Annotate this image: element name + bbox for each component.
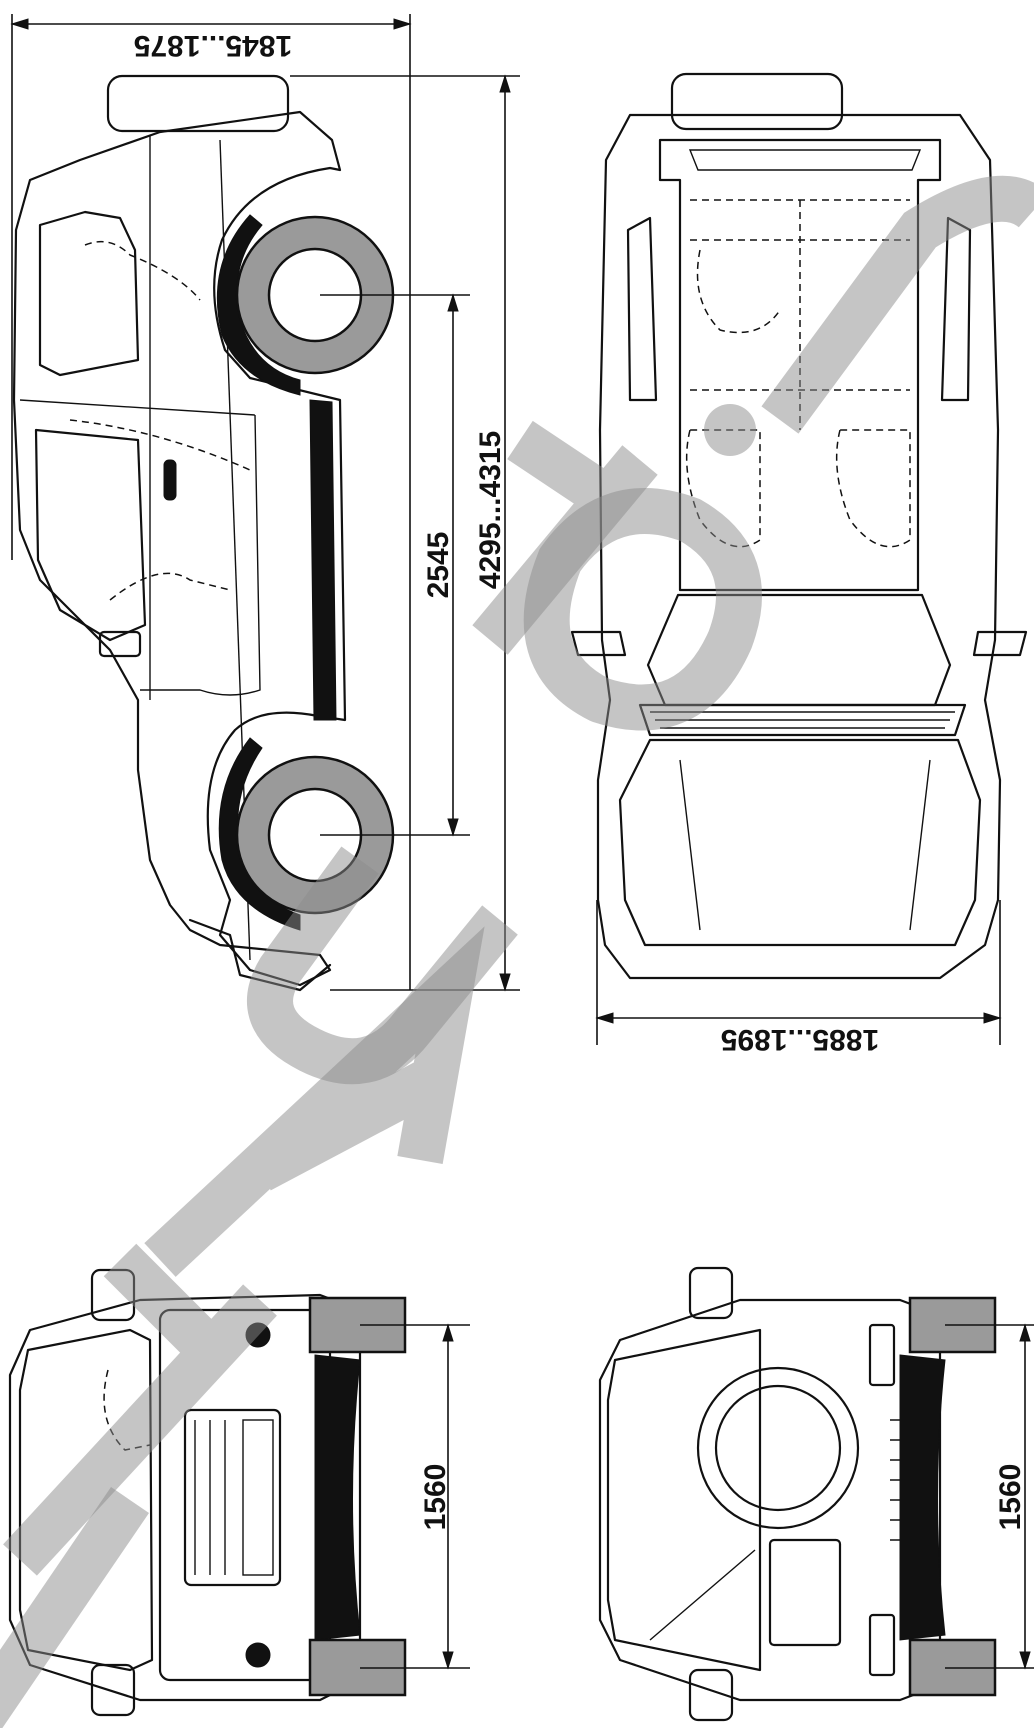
top-view-dimensions bbox=[595, 900, 1002, 1045]
side-mirror bbox=[98, 630, 142, 658]
front-tire-top bbox=[308, 1296, 407, 1354]
seat-left-dashed bbox=[685, 429, 761, 548]
grille-slats bbox=[194, 1420, 226, 1575]
hood bbox=[618, 738, 982, 947]
rear-view bbox=[598, 1266, 997, 1722]
headlight-bottom bbox=[245, 1642, 271, 1668]
rear-mirror-bottom bbox=[688, 1668, 734, 1722]
overall-length-label: 4295...4315 bbox=[474, 431, 507, 589]
rear-spare-tire bbox=[696, 1366, 860, 1530]
roof-vent bbox=[688, 149, 922, 171]
front-bumper-side bbox=[188, 918, 332, 992]
front-door bbox=[34, 428, 147, 642]
side-step bbox=[309, 399, 337, 721]
roof-panel bbox=[658, 138, 942, 592]
rear-lamp-top bbox=[868, 1323, 896, 1387]
hood-creases bbox=[679, 759, 931, 931]
door-handle bbox=[163, 459, 177, 501]
rear-wiper bbox=[649, 1549, 756, 1641]
seat-right-dashed bbox=[835, 429, 911, 548]
left-rear-glass bbox=[626, 216, 658, 402]
door-seam bbox=[19, 399, 256, 416]
grille-emblem-panel bbox=[242, 1419, 274, 1576]
front-mirror-bottom bbox=[90, 1663, 136, 1717]
rear-body-outline bbox=[598, 1298, 942, 1702]
front-tire-bottom bbox=[308, 1638, 407, 1697]
top-spare-wheel bbox=[670, 72, 844, 131]
spare-wheel-cover bbox=[106, 74, 290, 133]
front-view bbox=[8, 1268, 407, 1717]
front-underbody bbox=[314, 1354, 361, 1641]
front-view-dimensions bbox=[360, 1323, 470, 1670]
rear-view-dimensions bbox=[945, 1323, 1034, 1670]
interior-dashed-2 bbox=[69, 419, 251, 471]
interior-dashed-1 bbox=[84, 240, 201, 301]
sill-line bbox=[140, 414, 261, 696]
rear-side-window bbox=[38, 210, 140, 377]
rear-track-label: 1560 bbox=[994, 1464, 1027, 1531]
interior-dashed-3 bbox=[109, 572, 231, 601]
front-grille bbox=[183, 1408, 282, 1587]
rear-window bbox=[606, 1328, 762, 1672]
left-mirror bbox=[570, 630, 627, 657]
wheelbase-label: 2545 bbox=[422, 532, 455, 599]
side-view-dimensions bbox=[10, 14, 520, 992]
rear-lamp-bottom bbox=[868, 1613, 896, 1677]
top-body-outline bbox=[596, 113, 1002, 980]
rear-mirror-top bbox=[688, 1266, 734, 1320]
roof-rail-dashed bbox=[690, 199, 910, 430]
side-view bbox=[12, 74, 395, 992]
top-view bbox=[570, 72, 1028, 980]
front-track-label: 1560 bbox=[419, 1464, 452, 1531]
watermark-logo bbox=[0, 175, 1034, 1728]
rear-seat-dashed bbox=[696, 249, 781, 334]
rear-underbody bbox=[899, 1354, 946, 1641]
right-rear-glass bbox=[940, 216, 972, 402]
overall-width-side-label: 1845...1875 bbox=[134, 29, 292, 62]
front-windshield bbox=[18, 1328, 154, 1672]
right-mirror bbox=[972, 630, 1028, 657]
rear-spare-rim bbox=[714, 1384, 842, 1512]
overall-width-top-label: 1885...1895 bbox=[721, 1023, 879, 1056]
rear-license-plate bbox=[768, 1538, 842, 1647]
rear-bumper-ribs bbox=[890, 1419, 900, 1541]
